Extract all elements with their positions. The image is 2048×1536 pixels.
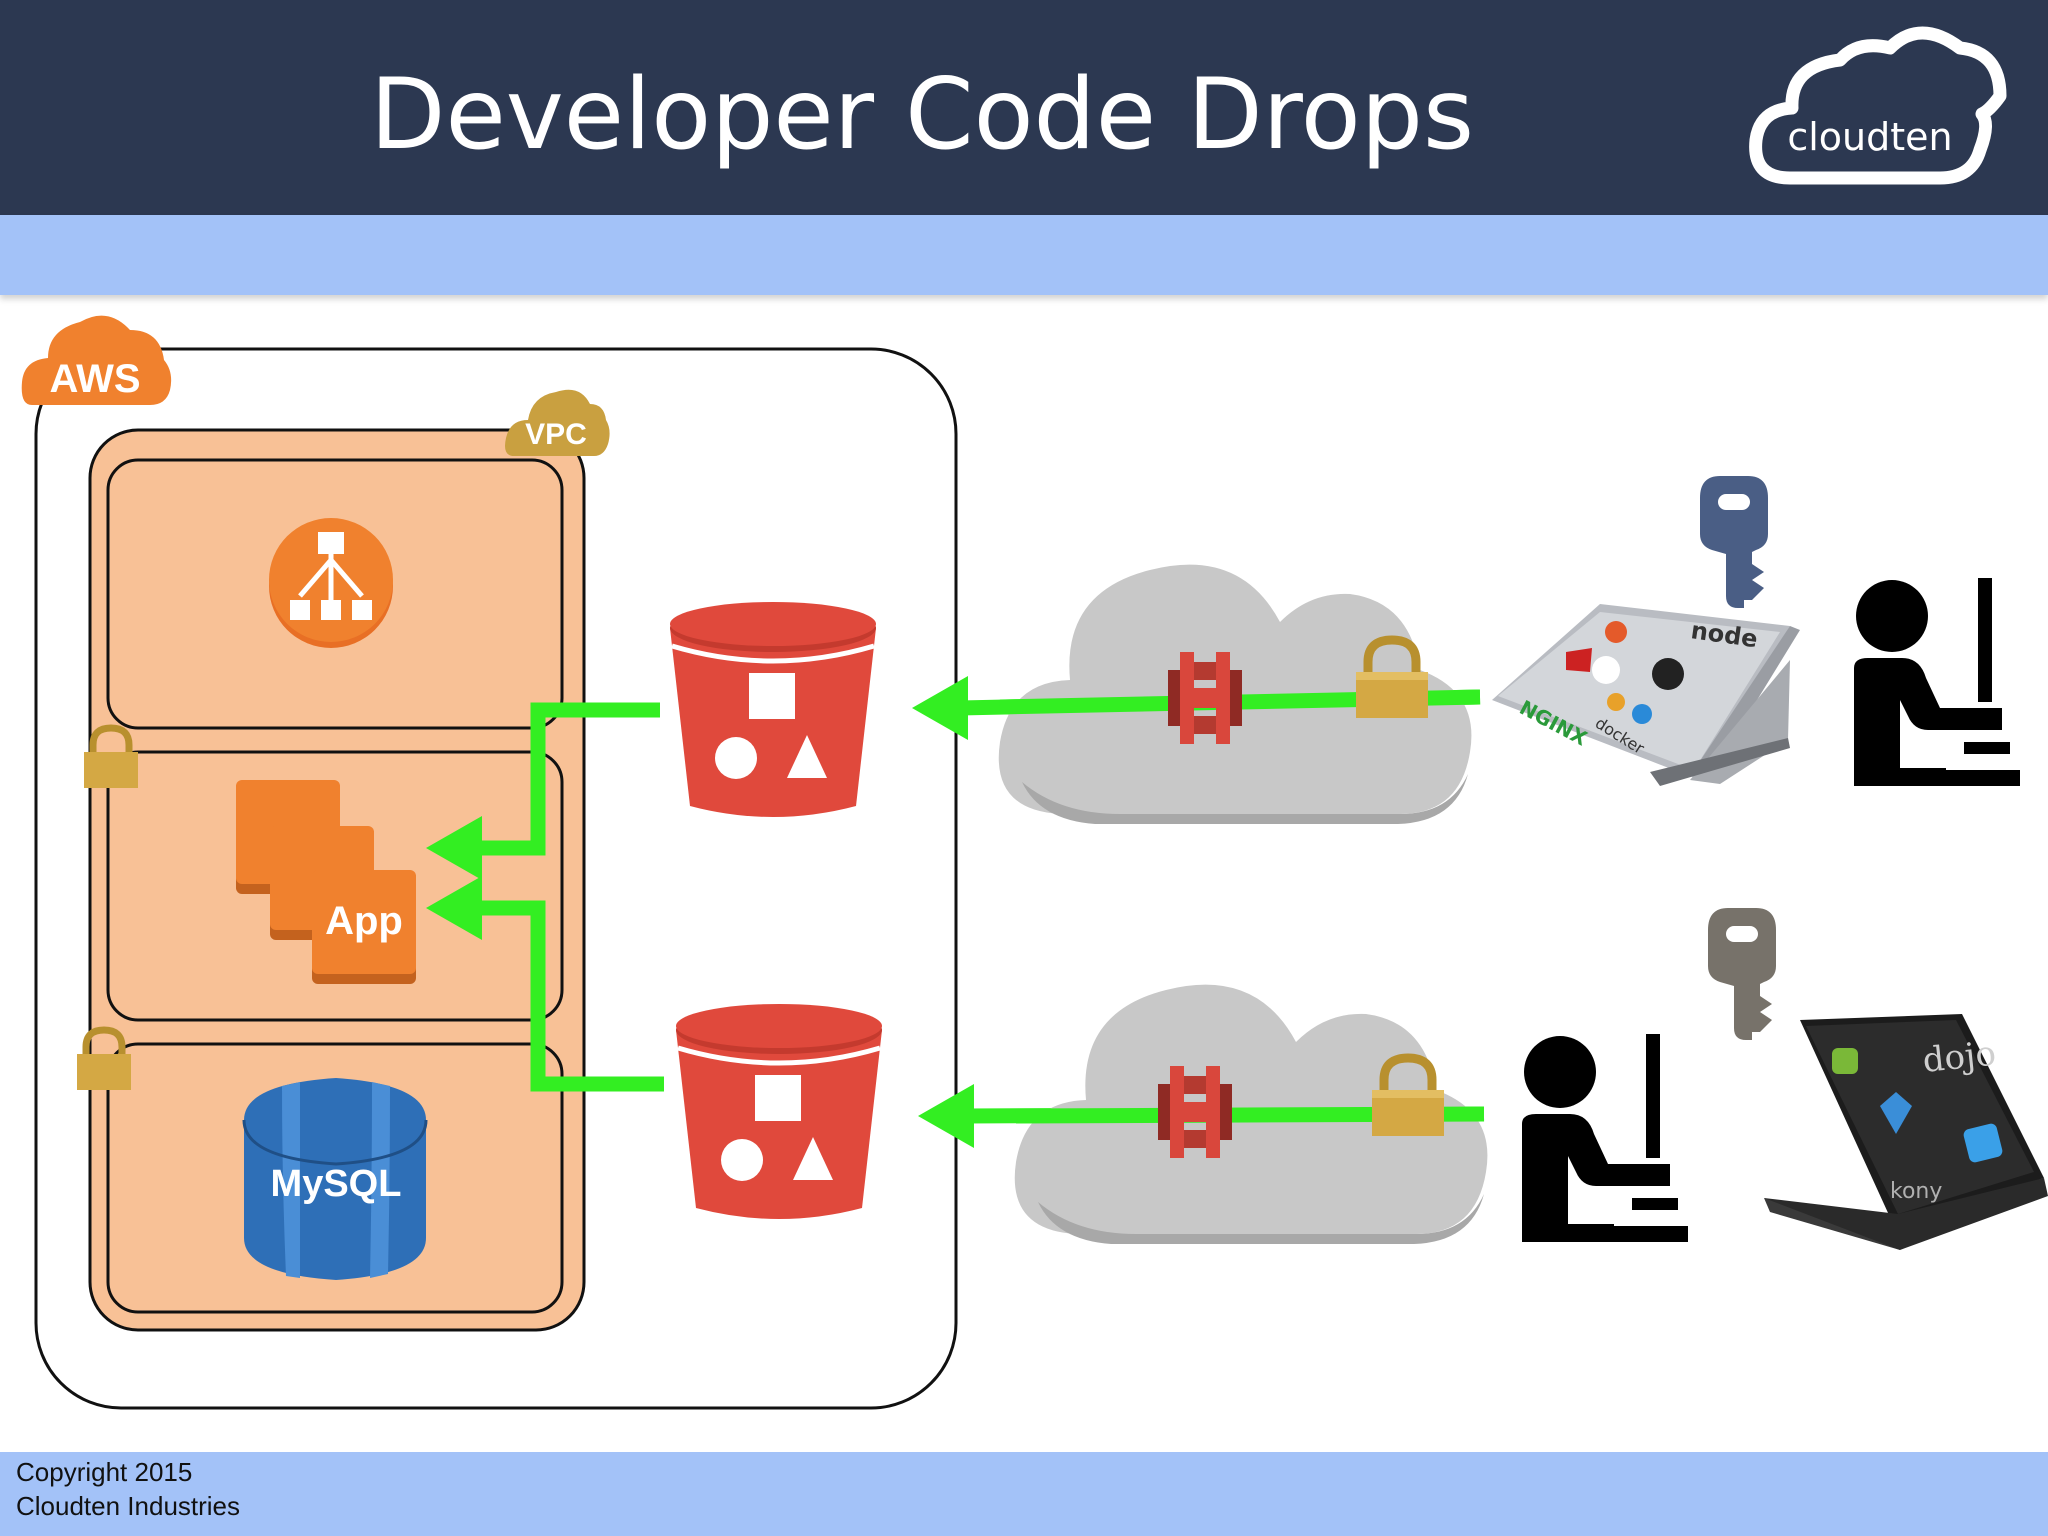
ruby-icon [1566, 648, 1592, 672]
arrow-bucket1-to-app [472, 702, 660, 856]
footer-band [0, 1452, 2048, 1536]
vpc-badge-label: VPC [525, 418, 587, 451]
developer-icon-top [1854, 578, 2020, 786]
laptop2-logo-kony: kony [1890, 1179, 1942, 1204]
logo-text: cloudten [1787, 115, 1952, 159]
laptop2-logo-dojo: dojo [1921, 1034, 1998, 1081]
subheader-band [0, 215, 2048, 295]
ubuntu-icon [1605, 621, 1627, 643]
tomcat-icon [1607, 693, 1625, 711]
cloudten-logo: cloudten [1749, 26, 2007, 185]
arrow-heads [426, 676, 974, 1148]
docker-whale-icon [1632, 704, 1652, 724]
xcode-icon [1963, 1123, 2003, 1163]
laptop-icon-black: dojo kony [1764, 1014, 2048, 1250]
header-bar [0, 0, 2048, 215]
xamarin-icon [1880, 1092, 1912, 1134]
key-icon-top [1700, 476, 1768, 608]
developer-icon-bottom [1522, 1034, 1688, 1242]
mysql-icon: MySQL [242, 1078, 428, 1280]
app-label: App [325, 899, 403, 943]
s3-bucket-icon-bottom [676, 1004, 882, 1219]
github-icon [1652, 658, 1684, 690]
slide-title: Developer Code Drops [370, 58, 1475, 172]
app-instances-icon: App [236, 780, 416, 984]
arrow-bucket2-to-app [472, 900, 664, 1092]
aws-badge-label: AWS [49, 357, 140, 401]
mysql-label: MySQL [271, 1163, 402, 1205]
apple-icon [1592, 656, 1620, 684]
load-balancer-icon [269, 518, 393, 648]
aws-badge: AWS [21, 315, 172, 405]
footer-copyright: Copyright 2015 [16, 1457, 193, 1487]
android-icon [1832, 1048, 1858, 1074]
footer-company: Cloudten Industries [16, 1491, 241, 1521]
laptop-icon-silver: node NGINX docker [1492, 604, 1800, 786]
s3-bucket-icon-top [670, 602, 876, 817]
key-icon-bottom [1708, 908, 1776, 1040]
vpc-badge: VPC [505, 389, 610, 456]
